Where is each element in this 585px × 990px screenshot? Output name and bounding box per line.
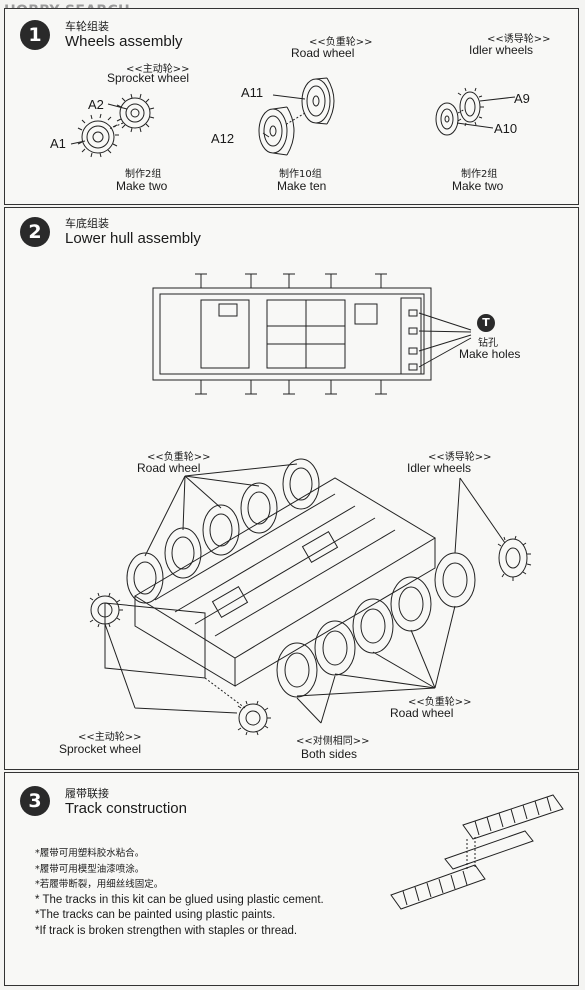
idler-wheels-en: Idler wheels: [407, 461, 472, 475]
track-notes-list: *履带可用塑料胶水粘合。 *履带可用模型油漆喷涂。 *若履带断裂，用细丝线固定。…: [35, 846, 324, 939]
sprocket-wheel-drawings: [89, 592, 271, 736]
drill-hole-en: Make holes: [459, 347, 521, 361]
note-en-broken: *If track is broken strengthen with stap…: [35, 924, 298, 937]
sprocket-a1-drawing: [77, 113, 119, 158]
step3-number-badge: 3: [20, 786, 50, 816]
step2-hull-illustration: [89, 273, 532, 736]
road-wheel-qty-en: Make ten: [277, 179, 327, 193]
idler-qty-en: Make two: [452, 179, 504, 193]
idler-wheel-drawing: [497, 535, 532, 581]
idler-a10-drawing: [435, 102, 466, 136]
sprocket-qty-en: Make two: [116, 179, 168, 193]
step3-title-zh: 履带联接: [65, 787, 109, 800]
both-sides-en: Both sides: [301, 747, 358, 761]
both-sides-zh: <<对侧相同>>: [296, 736, 370, 747]
road-wheel-a12-drawing: [258, 106, 295, 156]
sprocket-label-en: Sprocket wheel: [107, 71, 190, 85]
road-wheel-bottom-en: Road wheel: [390, 706, 454, 720]
sprocket-step2-zh: <<主动轮>>: [78, 732, 142, 743]
note-en-paint: *The tracks can be painted using plastic…: [35, 909, 276, 921]
road-wheel-label-en: Road wheel: [291, 46, 355, 60]
road-wheel-a11-drawing: [284, 77, 335, 126]
idler-qty-zh: 制作2组: [461, 169, 498, 180]
idler-wheels-zh: <<诱导轮>>: [428, 452, 492, 463]
part-a1-label: A1: [50, 136, 66, 151]
idler-label-en: Idler wheels: [469, 43, 534, 57]
part-a11-label: A11: [241, 85, 264, 100]
step3-panel: 3 履带联接 Track construction *履带可用塑料胶水粘合。 *…: [4, 772, 579, 986]
step1-wheels-illustration: [70, 77, 516, 158]
step2-title-zh: 车底组装: [65, 217, 109, 230]
note-zh-paint: *履带可用模型油漆喷涂。: [35, 863, 145, 875]
sprocket-a2-drawing: [108, 93, 155, 133]
part-a9-label: A9: [514, 91, 530, 106]
sprocket-label-zh: <<主动轮>>: [126, 64, 190, 75]
part-a2-label: A2: [88, 97, 104, 112]
step2-panel: 2 车底组装 Lower hull assembly: [4, 207, 579, 770]
road-wheel-qty-zh: 制作10组: [279, 169, 322, 180]
sprocket-step2-en: Sprocket wheel: [59, 742, 142, 756]
part-a12-label: A12: [211, 131, 235, 146]
road-wheel-bottom-zh: <<负重轮>>: [408, 697, 472, 708]
sprocket-qty-zh: 制作2组: [125, 169, 162, 180]
drill-hole-zh: 钻孔: [478, 338, 498, 349]
step1-title-en: Wheels assembly: [65, 33, 183, 50]
step2-number-badge: 2: [20, 217, 50, 247]
part-a10-label: A10: [494, 121, 518, 136]
note-zh-broken: *若履带断裂，用细丝线固定。: [35, 879, 164, 890]
step3-title-en: Track construction: [65, 800, 187, 817]
track-links-illustration: [390, 794, 564, 910]
road-wheels-back-row: [126, 458, 320, 604]
step1-panel: 1 车轮组装 Wheels assembly: [4, 8, 579, 205]
idler-label-zh: <<诱导轮>>: [487, 34, 551, 45]
step1-title-zh: 车轮组装: [65, 20, 109, 33]
step2-title-en: Lower hull assembly: [65, 230, 201, 247]
hull-top-view-drawing: [152, 273, 472, 395]
note-zh-glue: *履带可用塑料胶水粘合。: [35, 848, 145, 859]
road-wheel-label-zh: <<负重轮>>: [309, 37, 373, 48]
road-wheels-front-row: [276, 552, 476, 698]
drill-hole-marker: T: [477, 314, 495, 332]
idler-a9-drawing: [457, 87, 484, 127]
step1-number-badge: 1: [20, 20, 50, 50]
road-wheel-top-zh: <<负重轮>>: [147, 452, 211, 463]
note-en-glue: * The tracks in this kit can be glued us…: [35, 893, 324, 906]
road-wheel-top-en: Road wheel: [137, 461, 201, 475]
